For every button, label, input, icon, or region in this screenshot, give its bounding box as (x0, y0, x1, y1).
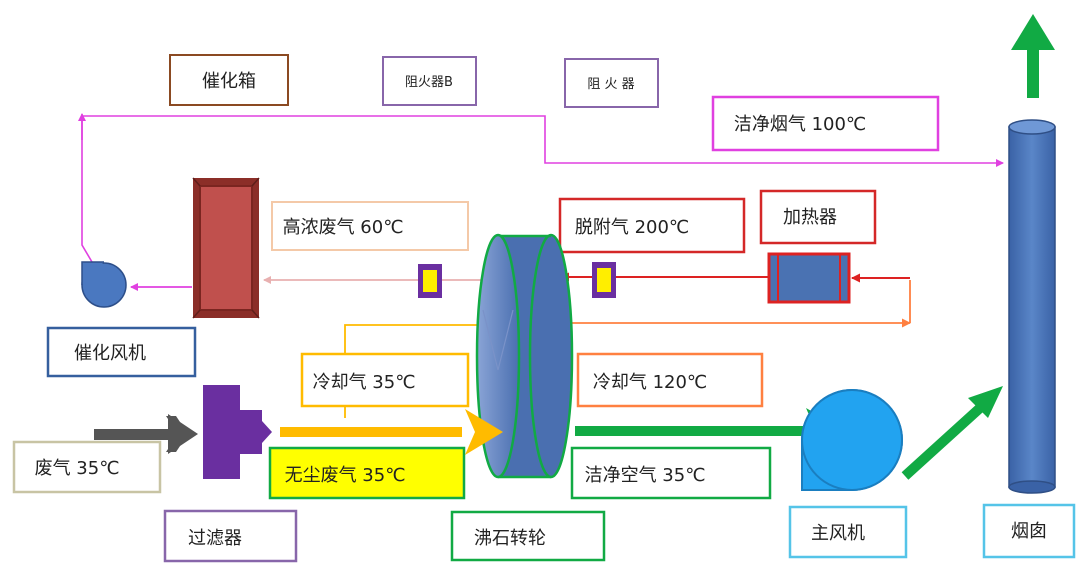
high-conc-gas-label: 高浓废气 60℃ (283, 217, 404, 238)
flame-arrester-b-label-box: 阻火器B (382, 56, 477, 106)
catalytic-box-label-box: 催化箱 (169, 54, 289, 106)
chimney (1008, 119, 1056, 494)
filter-label-box: 过滤器 (163, 509, 298, 563)
flame-arrester-b-icon (418, 264, 442, 298)
zeolite-wheel (475, 233, 574, 479)
zeolite-wheel-label: 沸石转轮 (474, 528, 546, 549)
desorption-gas-label-box: 脱附气 200℃ (558, 197, 746, 254)
to-chimney-arrow (901, 386, 1003, 480)
chimney-label: 烟囱 (1011, 521, 1047, 542)
waste-gas-label: 废气 35℃ (35, 458, 120, 479)
dust-free-gas-label: 无尘废气 35℃ (285, 465, 406, 486)
chimney-label-box: 烟囱 (982, 503, 1076, 559)
catalytic-box-label: 催化箱 (202, 71, 256, 92)
exhaust-up-arrow (1011, 14, 1055, 98)
filter-label: 过滤器 (188, 528, 242, 549)
main-fan-icon (801, 388, 903, 491)
main-fan-label: 主风机 (811, 523, 865, 544)
dust-free-gas-arrow (280, 409, 503, 455)
catalytic-fan-label: 催化风机 (74, 343, 146, 364)
flame-arrester-label: 阻 火 器 (587, 77, 634, 92)
clean-air-label: 洁净空气 35℃ (585, 465, 706, 486)
cooling-gas-35-label-box: 冷却气 35℃ (300, 352, 470, 408)
cooling-gas-35-label: 冷却气 35℃ (313, 372, 416, 393)
catalytic-fan-label-box: 催化风机 (46, 326, 197, 378)
zeolite-wheel-label-box: 沸石转轮 (450, 510, 606, 562)
clean-flue-gas-label: 洁净烟气 100℃ (734, 114, 866, 135)
high-conc-gas-label-box: 高浓废气 60℃ (271, 201, 469, 251)
cooling-gas-120-label-box: 冷却气 120℃ (576, 352, 764, 408)
heater-label: 加热器 (783, 207, 837, 228)
main-fan-label-box: 主风机 (788, 505, 908, 559)
catalytic-box-unit (192, 177, 260, 319)
waste-gas-inlet-arrow (94, 414, 198, 454)
heater-label-box: 加热器 (759, 189, 877, 245)
filter-unit (203, 385, 272, 479)
clean-air-label-box: 洁净空气 35℃ (570, 446, 772, 500)
catalytic-fan-icon (81, 261, 127, 308)
desorption-gas-label: 脱附气 200℃ (575, 217, 689, 238)
dust-free-gas-label-box: 无尘废气 35℃ (268, 446, 466, 500)
clean-flue-gas-line (78, 113, 1004, 263)
heater-unit (767, 252, 851, 304)
flame-arrester-icon (592, 262, 616, 298)
cooling-gas-loop (560, 280, 911, 328)
cooling-gas-120-label: 冷却气 120℃ (593, 372, 707, 393)
flame-arrester-b-label: 阻火器B (405, 75, 453, 90)
clean-flue-gas-label-box: 洁净烟气 100℃ (711, 95, 940, 152)
flame-arrester-label-box: 阻 火 器 (564, 58, 659, 108)
waste-gas-label-box: 废气 35℃ (12, 440, 162, 494)
